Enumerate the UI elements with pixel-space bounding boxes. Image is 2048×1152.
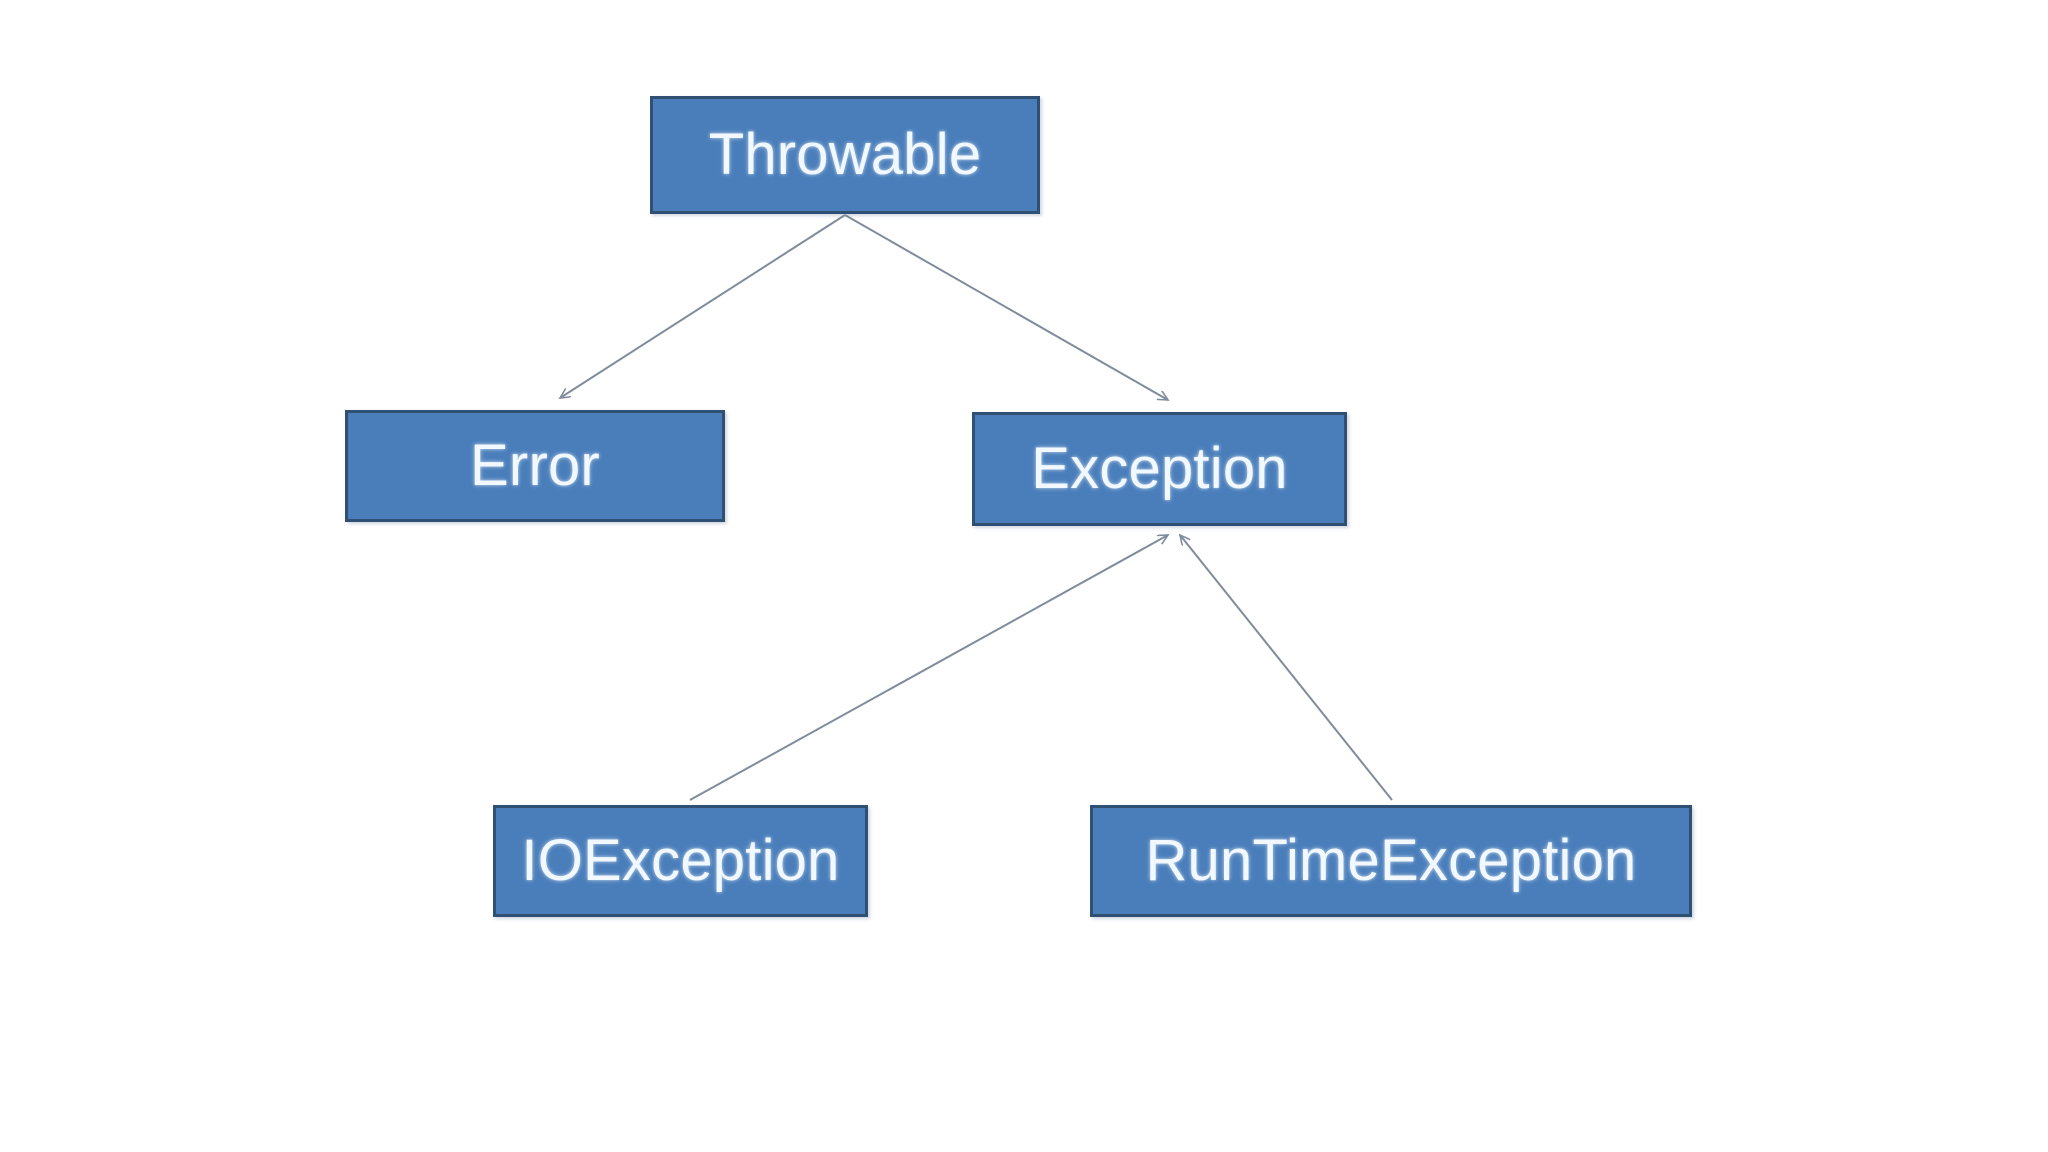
edge-ioexception-to-exception bbox=[689, 534, 1168, 801]
node-exception[interactable]: Exception bbox=[972, 412, 1347, 526]
node-ioexception[interactable]: IOException bbox=[493, 805, 868, 917]
edge-runtimeexception-to-exception bbox=[1180, 535, 1393, 801]
node-exception-label: Exception bbox=[1031, 436, 1288, 501]
node-throwable[interactable]: Throwable bbox=[650, 96, 1040, 214]
node-runtimeexception-label: RunTimeException bbox=[1145, 828, 1637, 893]
node-throwable-label: Throwable bbox=[708, 122, 982, 187]
node-error-label: Error bbox=[470, 433, 600, 498]
node-error[interactable]: Error bbox=[345, 410, 725, 522]
node-runtimeexception[interactable]: RunTimeException bbox=[1090, 805, 1692, 917]
edge-throwable-to-error bbox=[560, 214, 846, 398]
node-ioexception-label: IOException bbox=[521, 828, 840, 893]
edge-throwable-to-exception bbox=[844, 214, 1168, 400]
